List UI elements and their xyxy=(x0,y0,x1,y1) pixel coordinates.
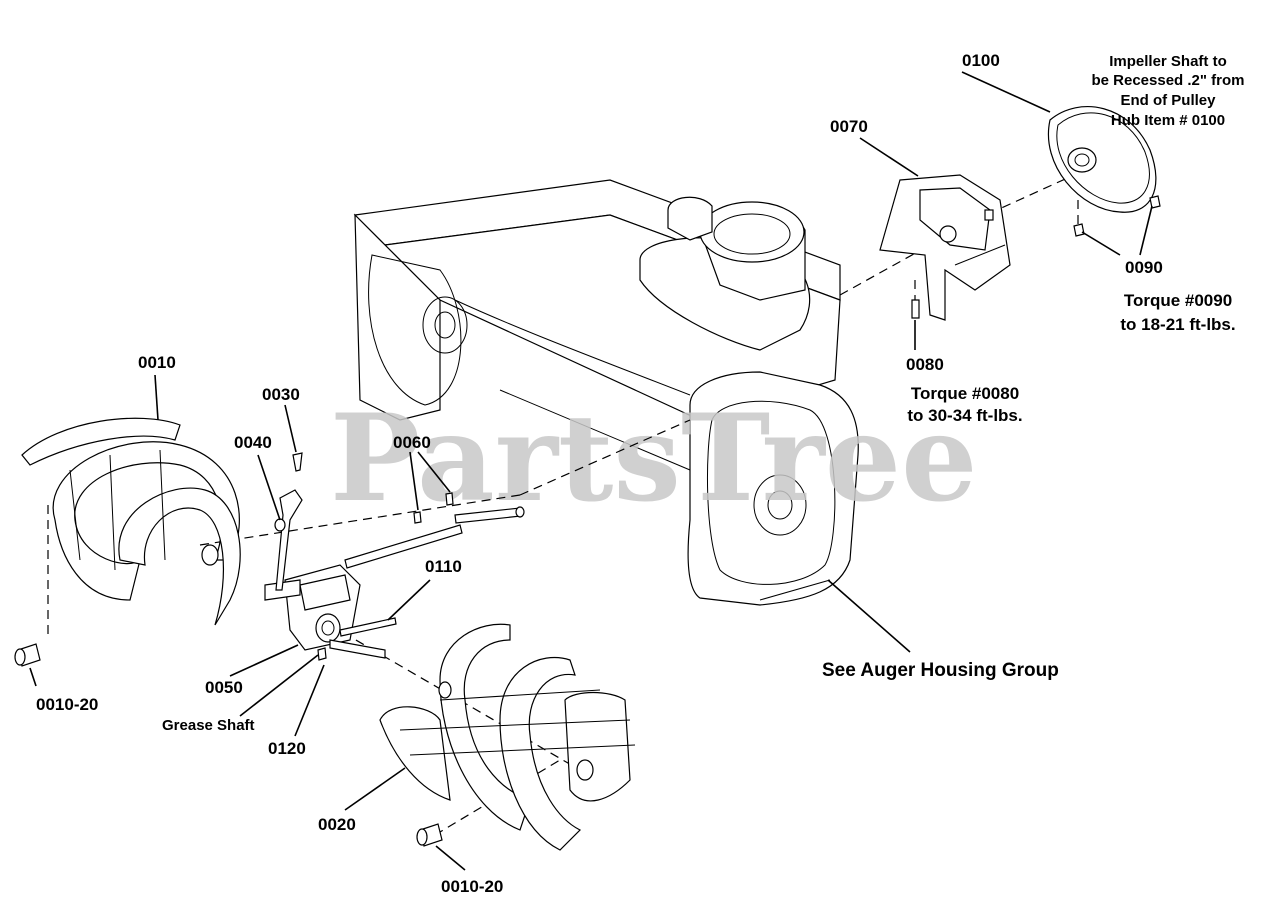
note-impeller-line-4: Hub Item # 0100 xyxy=(1111,112,1225,129)
part-0010-20-left-fitting xyxy=(14,643,41,667)
label-0120: 0120 xyxy=(268,739,306,758)
note-torque-0090-line-1: Torque #0090 xyxy=(1124,291,1232,310)
part-labels: 0100 0070 0090 0080 0010 0030 0040 0060 … xyxy=(36,51,1163,896)
note-torque-0080: Torque #0080 to 30-34 ft-lbs. xyxy=(907,384,1022,425)
label-0010-20-bottom: 0010-20 xyxy=(441,877,503,896)
label-see-auger-housing: See Auger Housing Group xyxy=(822,660,1059,681)
note-torque-0090: Torque #0090 to 18-21 ft-lbs. xyxy=(1120,291,1235,334)
leader-lines xyxy=(29,71,1153,871)
label-0110: 0110 xyxy=(425,557,462,576)
label-0020: 0020 xyxy=(318,815,356,834)
auger-housing xyxy=(353,179,859,606)
label-0100: 0100 xyxy=(962,51,1000,70)
label-0030: 0030 xyxy=(262,385,300,404)
label-0050: 0050 xyxy=(205,678,243,697)
label-grease-shaft: Grease Shaft xyxy=(162,717,255,734)
part-0080-bolt xyxy=(911,299,920,319)
note-impeller-line-1: Impeller Shaft to xyxy=(1109,53,1227,70)
note-impeller: Impeller Shaft to be Recessed .2" from E… xyxy=(1091,53,1244,129)
label-0060: 0060 xyxy=(393,433,431,452)
part-0070-impeller xyxy=(879,174,1011,321)
note-torque-0080-line-2: to 30-34 ft-lbs. xyxy=(907,406,1022,425)
label-0010: 0010 xyxy=(138,353,176,372)
part-0010-left-auger xyxy=(21,417,241,626)
note-torque-0090-line-2: to 18-21 ft-lbs. xyxy=(1120,315,1235,334)
label-0010-20-left: 0010-20 xyxy=(36,695,98,714)
part-0100-pulley xyxy=(1047,106,1157,213)
label-0090: 0090 xyxy=(1125,258,1163,277)
note-impeller-line-2: be Recessed .2" from xyxy=(1091,72,1244,89)
note-torque-0080-line-1: Torque #0080 xyxy=(911,384,1019,403)
part-0110-pin xyxy=(339,617,397,637)
label-0070: 0070 xyxy=(830,117,868,136)
note-impeller-line-3: End of Pulley xyxy=(1120,92,1216,109)
label-0040: 0040 xyxy=(234,433,272,452)
part-0020-right-auger xyxy=(379,623,636,851)
part-0060-keys xyxy=(413,492,454,524)
watermark: PartsTree xyxy=(330,388,977,529)
part-0030-0040-bracket xyxy=(274,452,303,591)
label-0080: 0080 xyxy=(906,355,944,374)
part-0010-20-bottom-fitting xyxy=(416,823,443,847)
